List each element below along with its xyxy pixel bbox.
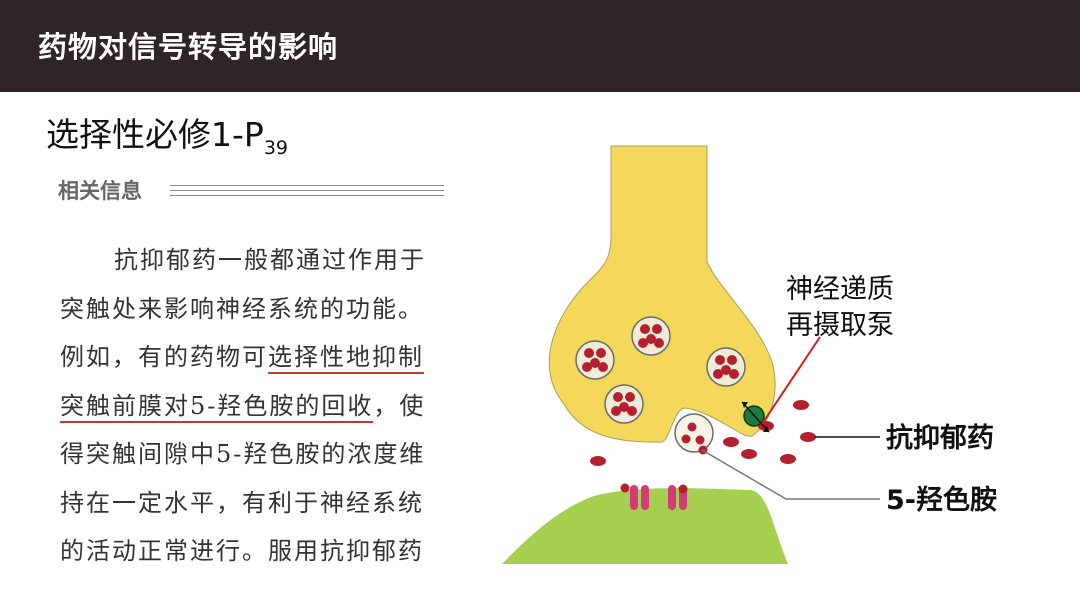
heading-rule [170,190,444,191]
page-title: 药物对信号转导的影响 [38,30,339,64]
heading-rule [170,195,444,196]
underlined-text: 选择性地抑制 [268,343,424,374]
paragraph-line: 的活动正常进行。服用抗抑郁药 [60,537,424,562]
presynaptic-terminal [548,145,776,443]
paragraph-line: 抗抑郁药一般都通过作用于 [114,246,426,274]
textbook-reference-text: 选择性必修1-P [46,115,264,154]
synapse-diagram: 神经递质 再摄取泵 抗抑郁药 5-羟色胺 [502,145,997,564]
synaptic-vesicle [604,384,644,424]
heading-rule [170,185,444,186]
related-info-paragraph: 抗抑郁药一般都通过作用于 突触处来影响神经系统的功能。 例如，有的药物可选择性地… [60,236,450,562]
serotonin-pointer-line [701,449,880,500]
pump-label: 神经递质 [786,274,894,305]
postsynaptic-receptor [620,483,649,510]
blocking-arrow [741,401,770,433]
paragraph-line: 例如，有的药物可选择性地抑制 [60,333,450,382]
antidepressant-label: 抗抑郁药 [886,422,994,454]
blocking-arrow-head [742,402,748,408]
synaptic-vesicle [575,340,615,380]
postsynaptic-receptor [668,484,688,510]
title-bar: 药物对信号转导的影响 [0,0,1080,92]
blocking-arrow-head [763,426,769,432]
serotonin-label: 5-羟色胺 [886,484,997,516]
textbook-reference: 选择性必修1-P39 [46,108,288,159]
paragraph-line: 得突触间隙中5-羟色胺的浓度维 [60,440,426,468]
underlined-text: 突触前膜对5-羟色胺的回收 [60,391,374,423]
related-info-heading: 相关信息 [58,179,142,203]
pump-pointer-line [761,336,821,425]
paragraph-text: 例如，有的药物可 [60,343,268,371]
synaptic-vesicle [631,316,671,356]
paragraph-line: 突触前膜对5-羟色胺的回收，使 [60,382,450,431]
page-number: 39 [263,137,288,159]
paragraph-text: ，使 [373,391,426,420]
synaptic-vesicle [706,347,746,387]
exocytosis-vesicle [674,413,714,453]
pump-label: 再摄取泵 [786,310,894,341]
paragraph-line: 持在一定水平，有利于神经系统 [60,488,424,517]
paragraph-line: 突触处来影响神经系统的功能。 [60,294,424,323]
postsynaptic-membrane [502,488,788,564]
